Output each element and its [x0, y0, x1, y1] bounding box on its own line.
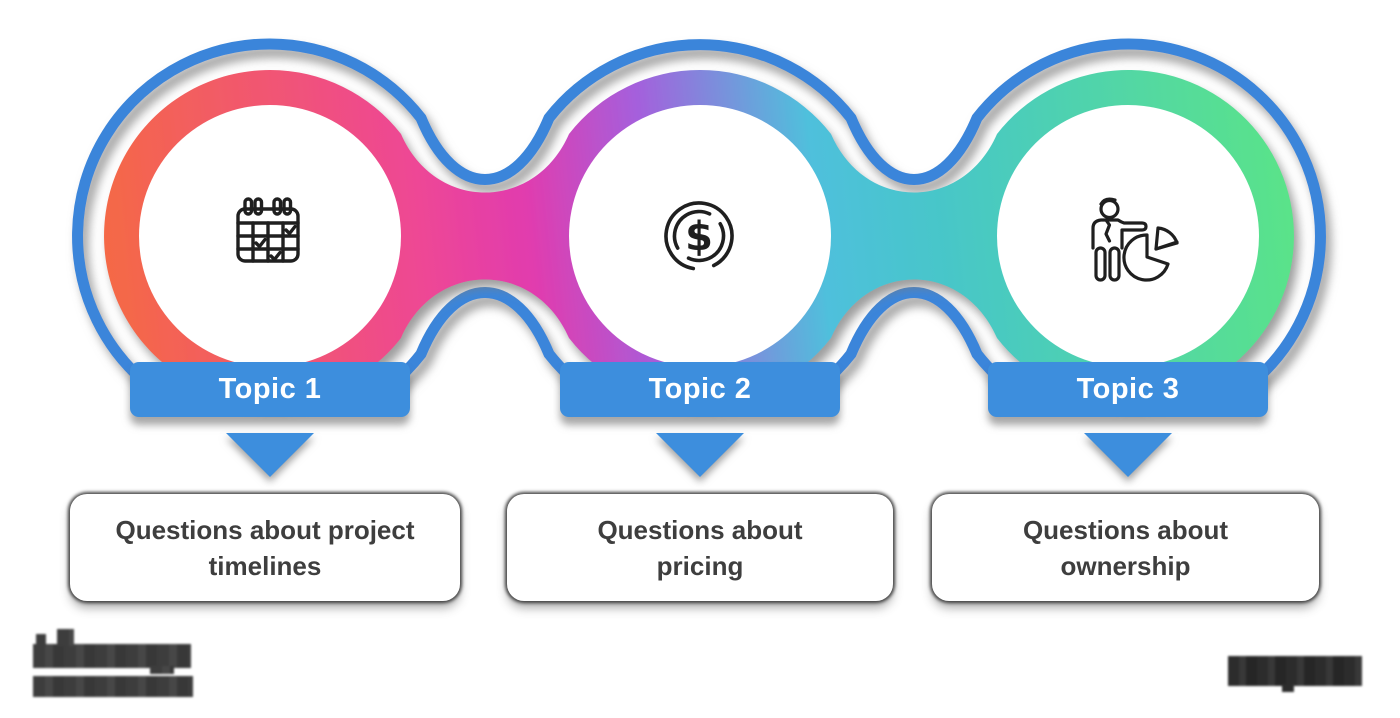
topic-3-banner: Topic 3 [988, 362, 1268, 417]
description-text-3: Questions about ownership [1022, 514, 1229, 581]
circle-2-face [569, 105, 831, 367]
description-text-1: Questions about project timelines [115, 514, 415, 581]
topic-2-label: Topic 2 [648, 373, 752, 405]
down-arrow-1 [226, 433, 314, 477]
topic-2-banner: Topic 2 [560, 362, 840, 417]
description-card-3: Questions about ownership [932, 494, 1319, 601]
connector-outline [72, 38, 1326, 416]
down-arrow-3 [1084, 433, 1172, 477]
topic-1-label: Topic 1 [218, 373, 322, 405]
description-card-2: Questions about pricing [507, 494, 893, 601]
dollar-coin-icon: $ [664, 201, 734, 271]
circle-3-face [997, 105, 1259, 367]
down-arrow-2 [656, 433, 744, 477]
calendar-check-icon [236, 197, 300, 263]
description-text-2: Questions about pricing [597, 514, 803, 581]
topic-1-banner: Topic 1 [130, 362, 410, 417]
description-card-1: Questions about project timelines [70, 494, 460, 601]
presenter-pie-chart-icon [1091, 197, 1179, 282]
topic-3-label: Topic 3 [1076, 373, 1180, 405]
svg-text:$: $ [685, 214, 713, 260]
